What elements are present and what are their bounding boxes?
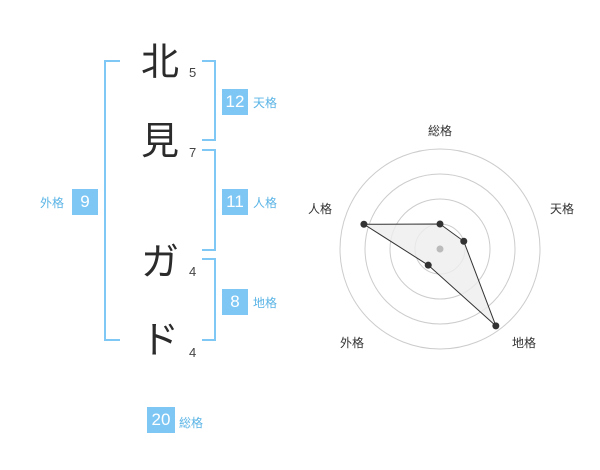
radar-ring xyxy=(389,198,491,300)
stroke-count-4: 4 xyxy=(189,345,197,360)
name-char-3: ガ xyxy=(140,240,179,284)
gaikaku-bracket xyxy=(104,60,120,341)
radar-ring xyxy=(364,173,516,325)
chikaku-value: 8 xyxy=(222,289,248,315)
tenkaku-bracket xyxy=(202,60,216,141)
gaikaku-label: 外格 xyxy=(40,196,65,210)
jinkaku-label: 人格 xyxy=(253,196,278,210)
tenkaku-value: 12 xyxy=(222,89,248,115)
name-char-4: ド xyxy=(140,318,179,362)
jinkaku-bracket xyxy=(202,149,216,251)
stroke-count-3: 4 xyxy=(189,264,197,279)
radar-axis-label-chikaku: 地格 xyxy=(512,336,537,350)
chikaku-label: 地格 xyxy=(253,296,278,310)
radar-point-4 xyxy=(424,261,432,269)
radar-axis-label-jinkaku: 人格 xyxy=(308,202,333,216)
name-char-1: 北 xyxy=(140,40,179,84)
gaikaku-value: 9 xyxy=(72,189,98,215)
radar-axis-label-soukaku: 総格 xyxy=(428,124,453,138)
radar-point-3 xyxy=(492,322,500,330)
radar-point-1 xyxy=(436,220,444,228)
stroke-count-2: 7 xyxy=(189,145,197,160)
jinkaku-value: 11 xyxy=(222,189,248,215)
chikaku-bracket xyxy=(202,258,216,341)
tenkaku-label: 天格 xyxy=(253,96,278,110)
radar-axis-label-gaikaku: 外格 xyxy=(340,336,365,350)
name-char-2: 見 xyxy=(140,119,179,163)
soukaku-value: 20 xyxy=(147,407,175,433)
radar-ring xyxy=(339,148,541,350)
radar-point-2 xyxy=(460,237,468,245)
stroke-count-1: 5 xyxy=(189,65,197,80)
radar-point-5 xyxy=(360,220,368,228)
radar-series-polygon xyxy=(362,223,497,327)
soukaku-label: 総格 xyxy=(179,416,204,430)
radar-axis-label-tenkaku: 天格 xyxy=(550,202,575,216)
radar-center-dot xyxy=(436,245,444,253)
